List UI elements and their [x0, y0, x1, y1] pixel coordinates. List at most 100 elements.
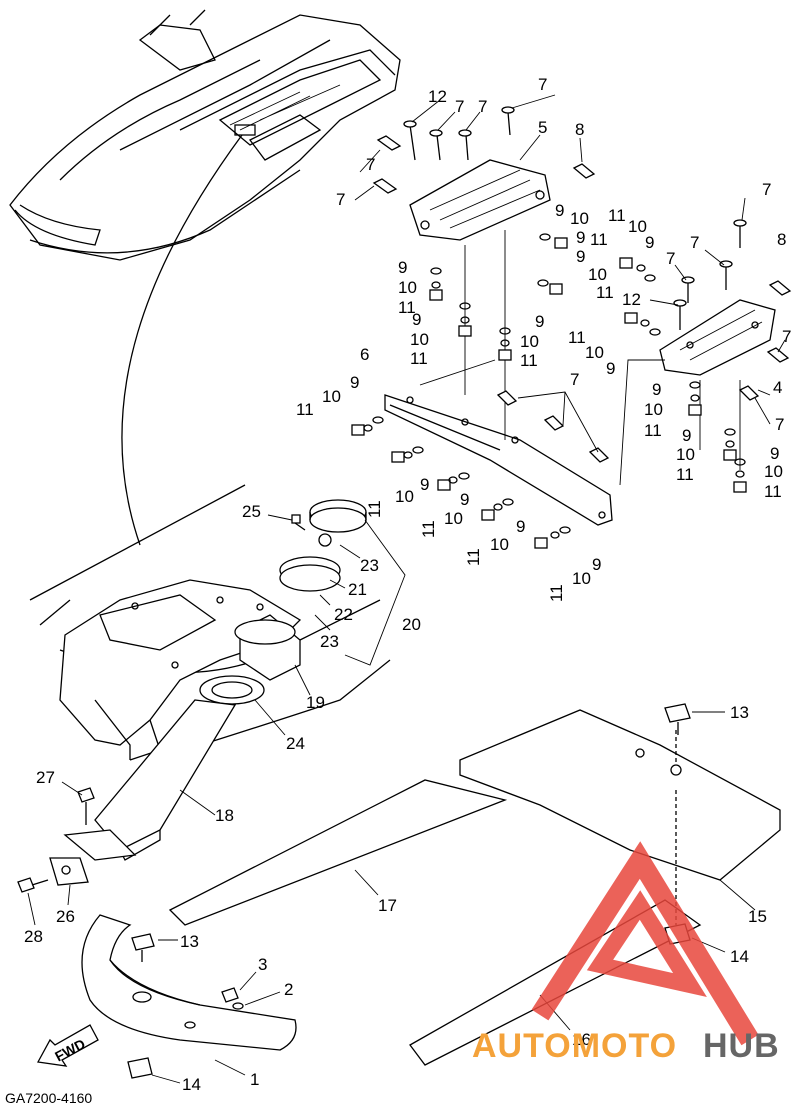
watermark-logo: AUTOMOTO HUB [472, 841, 780, 1065]
callout-22: 22 [334, 605, 353, 624]
callout-12-a: 12 [428, 87, 447, 106]
callout-24: 24 [286, 734, 305, 753]
callout-11-o: 11 [547, 584, 566, 602]
callout-17: 17 [378, 896, 397, 915]
callout-9-n: 9 [460, 490, 469, 509]
callout-21: 21 [348, 580, 367, 599]
bumper-1 [81, 914, 297, 1076]
screws-upper [372, 106, 792, 463]
callout-7-g: 7 [690, 233, 699, 252]
callout-11-b: 11 [608, 206, 626, 225]
callout-15: 15 [748, 907, 767, 926]
callout-10-j: 10 [676, 445, 695, 464]
callout-11-m: 11 [419, 520, 438, 538]
callout-10-a: 10 [570, 209, 589, 228]
callout-8-a: 8 [575, 120, 584, 139]
callout-7-i: 7 [782, 327, 791, 346]
callout-26: 26 [56, 907, 75, 926]
callout-27: 27 [36, 768, 55, 787]
fasteners-13-14-front [127, 933, 281, 1084]
callout-9-g: 9 [535, 312, 544, 331]
callout-18: 18 [215, 806, 234, 825]
callout-2: 2 [284, 980, 293, 999]
callout-13-a: 13 [180, 932, 199, 951]
fwd-arrow-icon: FWD [36, 1024, 99, 1067]
callout-11-a: 11 [590, 230, 608, 249]
callout-10-m: 10 [444, 509, 463, 528]
callout-11-k: 11 [764, 482, 782, 501]
callout-9-o: 9 [516, 517, 525, 536]
callout-11-l: 11 [365, 500, 384, 518]
callout-25: 25 [242, 502, 261, 521]
callout-6: 6 [360, 345, 369, 364]
callout-28: 28 [24, 927, 43, 946]
callout-16: 16 [572, 1030, 591, 1049]
callout-20: 20 [402, 615, 421, 634]
callout-7-h: 7 [666, 249, 675, 268]
callout-7-b: 7 [478, 97, 487, 116]
callout-11-d: 11 [398, 298, 416, 317]
rail-5 [409, 159, 551, 241]
callout-11-e: 11 [410, 349, 428, 368]
callout-9-j: 9 [652, 380, 661, 399]
callout-10-d: 10 [398, 278, 417, 297]
callout-11-n: 11 [464, 548, 483, 566]
callout-10-i: 10 [644, 400, 663, 419]
callout-19: 19 [306, 693, 325, 712]
callout-4: 4 [773, 378, 782, 397]
callout-7-d: 7 [366, 155, 375, 174]
callout-7-a: 7 [455, 97, 464, 116]
callout-10-n: 10 [490, 535, 509, 554]
callout-8-b: 8 [777, 230, 786, 249]
callout-11-i: 11 [644, 421, 662, 440]
callout-10-k: 10 [764, 462, 783, 481]
callout-5: 5 [538, 118, 547, 137]
callout-10-o: 10 [572, 569, 591, 588]
callout-1: 1 [250, 1070, 259, 1089]
watermark-text-2: HUB [703, 1027, 780, 1065]
callout-11-g: 11 [568, 328, 586, 347]
callout-9-b: 9 [576, 228, 585, 247]
callout-3: 3 [258, 955, 267, 974]
callout-10-f: 10 [520, 332, 539, 351]
callout-7-c: 7 [538, 75, 547, 94]
callout-9-a: 9 [555, 201, 564, 220]
leaders-fasteners [354, 94, 786, 425]
callout-9-d: 9 [576, 247, 585, 266]
callout-9-m: 9 [420, 475, 429, 494]
callout-7-k: 7 [775, 415, 784, 434]
callout-9-e: 9 [398, 258, 407, 277]
callout-9-i: 9 [350, 373, 359, 392]
rail-4 [659, 299, 776, 376]
callout-23-a: 23 [360, 556, 379, 575]
washers-nuts [351, 233, 747, 549]
callout-11-h: 11 [296, 400, 314, 419]
pump-seal-assembly [199, 499, 367, 705]
mat-17 [168, 779, 508, 926]
callout-9-p: 9 [592, 555, 601, 574]
panel-15 [459, 709, 781, 925]
callout-10-h: 10 [322, 387, 341, 406]
callout-9-h: 9 [606, 359, 615, 378]
callout-12-b: 12 [622, 290, 641, 309]
callout-11-j: 11 [676, 465, 694, 484]
callout-10-c: 10 [588, 265, 607, 284]
callout-labels: 12 7 7 7 5 8 7 7 9 10 9 11 11 10 9 7 7 7… [24, 75, 791, 1094]
callout-11-f: 11 [520, 351, 538, 370]
rail-6 [384, 394, 613, 526]
watermark-text-1: AUTOMOTO [472, 1027, 677, 1065]
callout-9-l: 9 [770, 444, 779, 463]
pump-callout-leaders [254, 514, 406, 736]
callout-9-k: 9 [682, 426, 691, 445]
watercraft-drawing [9, 9, 401, 546]
callout-7-f: 7 [762, 180, 771, 199]
callout-11-c: 11 [596, 283, 614, 302]
diagram-code: GA7200-4160 [5, 1090, 92, 1106]
callout-13-b: 13 [730, 703, 749, 722]
callout-10-b: 10 [628, 217, 647, 236]
callout-14-a: 14 [182, 1075, 201, 1094]
callout-10-l: 10 [395, 487, 414, 506]
callout-7-j: 7 [570, 370, 579, 389]
callout-14-b: 14 [730, 947, 749, 966]
